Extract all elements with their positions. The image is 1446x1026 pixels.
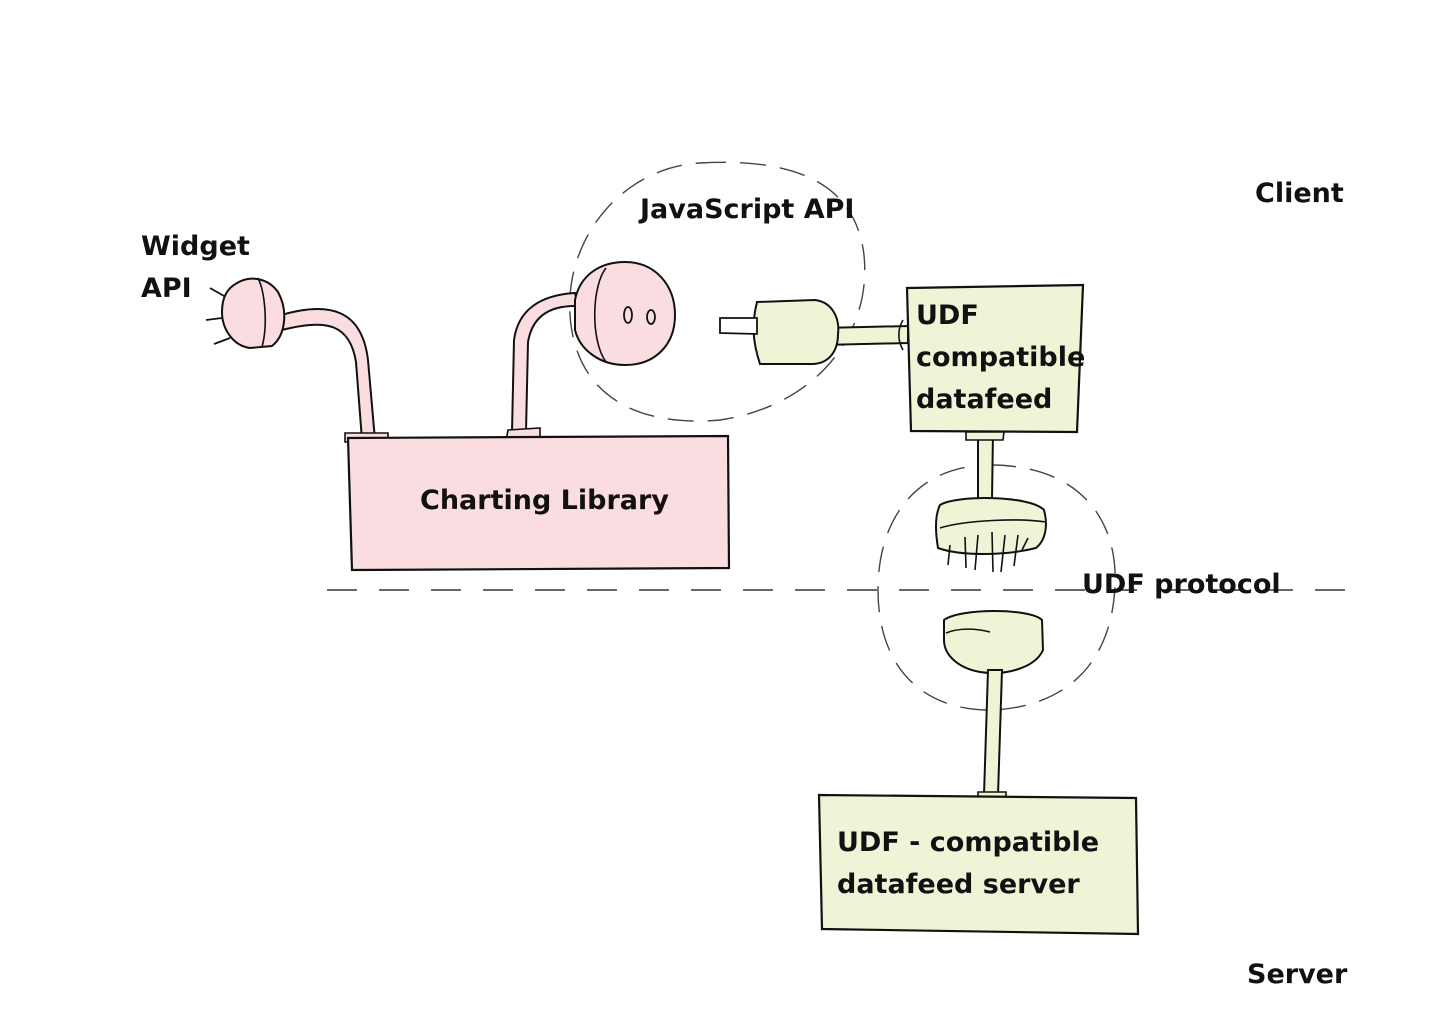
widget-api-label-line-1: Widget — [141, 231, 250, 262]
udf-protocol-highlight-circle — [877, 464, 1116, 711]
server-zone-label: Server — [1247, 959, 1348, 990]
javascript-api-socket — [505, 260, 677, 442]
udf-datafeed-box — [905, 283, 1085, 434]
widget-api-label-line-2: API — [141, 273, 192, 304]
udf-datafeed-label-line-1: UDF — [916, 300, 979, 331]
client-zone-label: Client — [1255, 178, 1344, 209]
javascript-api-highlight-circle — [569, 161, 866, 422]
udf-server-label: UDF - compatible datafeed server — [837, 822, 1099, 906]
udf-datafeed-label-line-2: compatible — [916, 342, 1086, 373]
udf-datafeed-plug — [719, 298, 909, 365]
javascript-api-label: JavaScript API — [640, 194, 855, 225]
udf-protocol-plug — [934, 431, 1047, 573]
udf-datafeed-label: UDF compatible datafeed — [916, 295, 1085, 421]
charting-library-box — [346, 434, 731, 572]
udf-datafeed-label-line-3: datafeed — [916, 384, 1053, 415]
udf-server-label-line-1: UDF - compatible — [837, 827, 1100, 858]
udf-protocol-socket — [943, 610, 1045, 801]
udf-protocol-label: UDF protocol — [1082, 569, 1281, 600]
udf-server-box — [817, 793, 1140, 936]
charting-library-label: Charting Library — [420, 485, 669, 516]
udf-server-label-line-2: datafeed server — [837, 869, 1080, 900]
widget-api-label: Widget API — [141, 226, 250, 310]
